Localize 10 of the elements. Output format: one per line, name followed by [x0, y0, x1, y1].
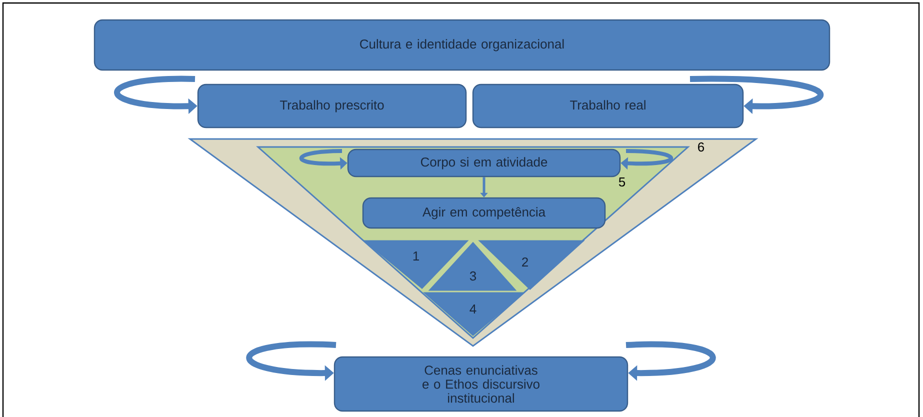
callout-number: 6 — [698, 142, 704, 152]
rounded-box: Cenas enunciativas e o Ethos discursivo institucional — [334, 356, 628, 412]
rounded-box: Cultura e identidade organizacional — [94, 19, 830, 71]
rounded-box: Agir em competência — [362, 197, 606, 229]
callout-number: 5 — [618, 178, 626, 187]
rounded-box: Trabalho prescrito — [197, 84, 467, 128]
rounded-box: Corpo si em atividade — [347, 148, 621, 178]
curved-arrow — [626, 341, 716, 381]
rounded-box: Trabalho real — [472, 84, 744, 128]
curved-arrow — [690, 76, 824, 114]
